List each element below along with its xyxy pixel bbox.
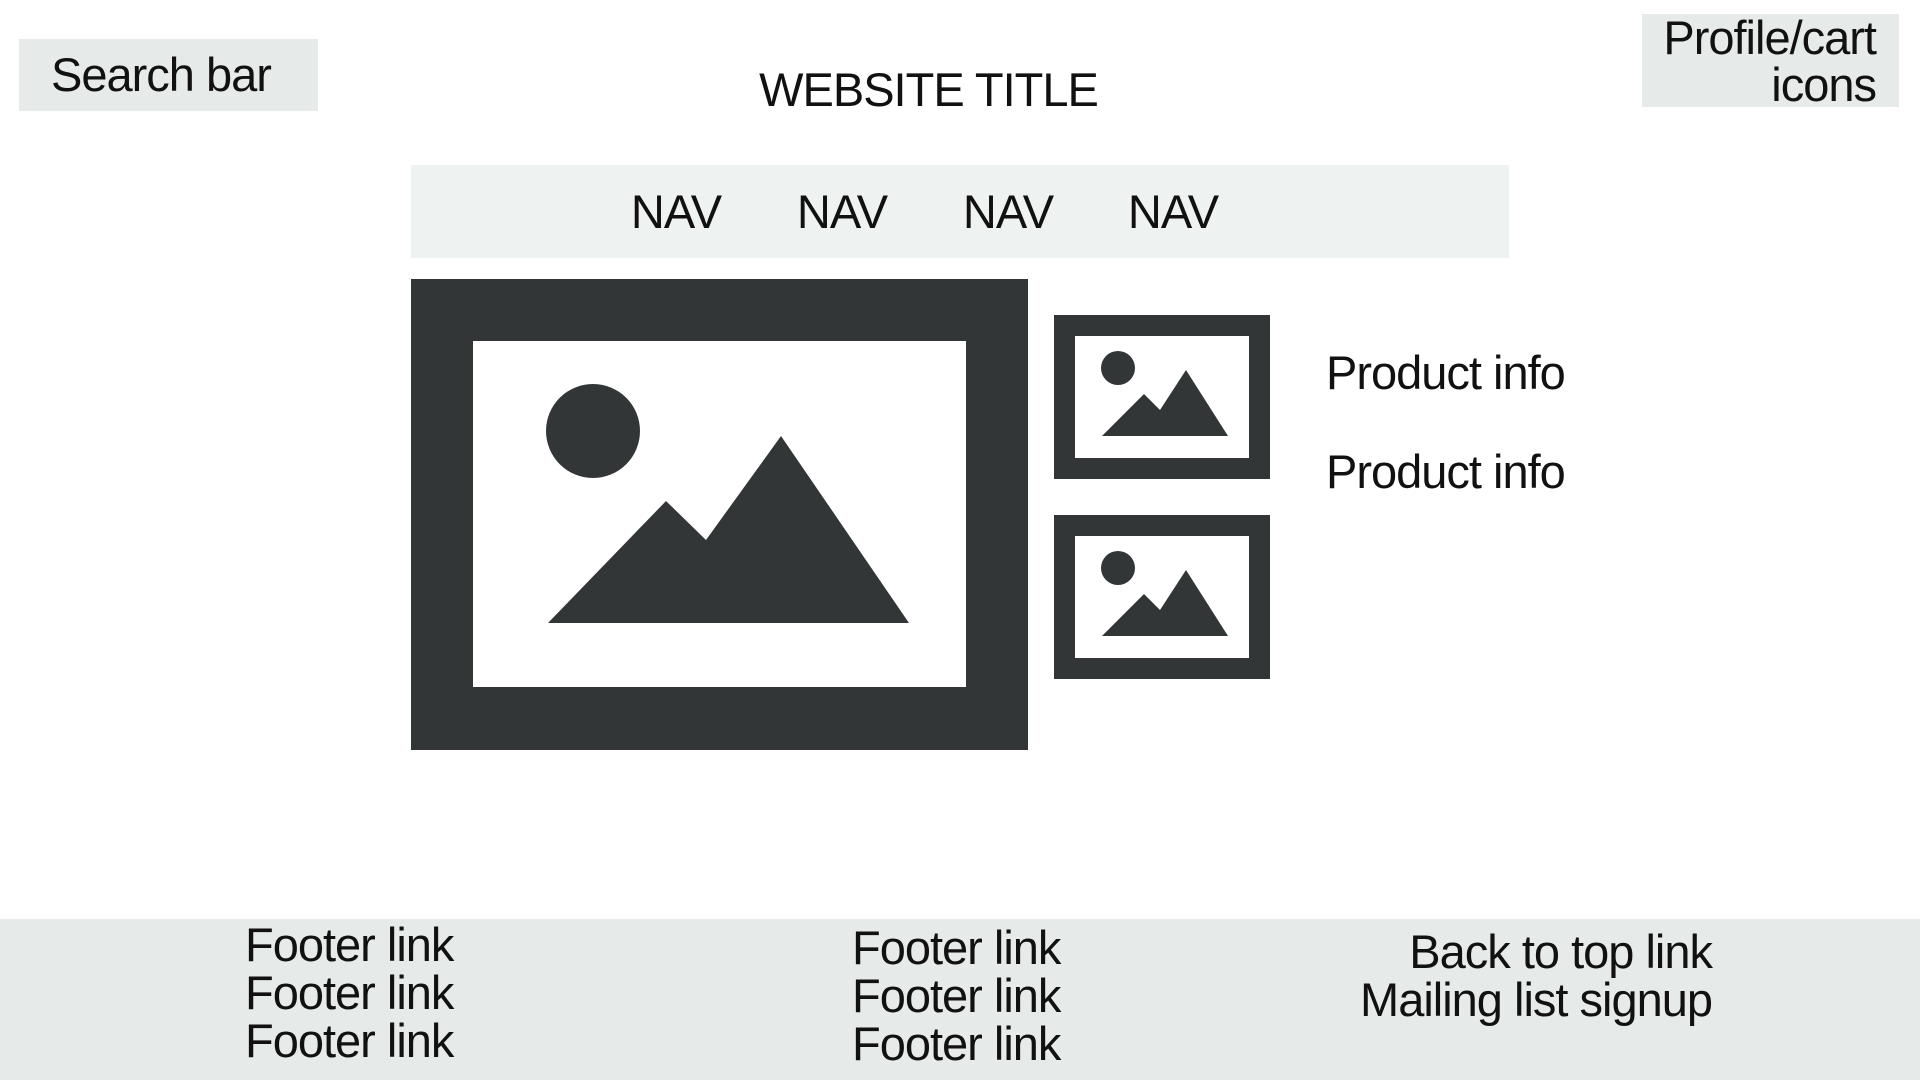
- website-title: WEBSITE TITLE: [759, 63, 1099, 116]
- footer-link[interactable]: Footer link: [245, 918, 454, 971]
- nav-item-3[interactable]: NAV: [962, 185, 1054, 238]
- nav-bar: NAV NAV NAV NAV: [411, 165, 1509, 258]
- footer-column-3: Back to top link Mailing list signup: [1360, 925, 1713, 1026]
- back-to-top-link[interactable]: Back to top link: [1409, 925, 1713, 978]
- nav-item-1[interactable]: NAV: [630, 185, 722, 238]
- footer-column-1: Footer link Footer link Footer link: [245, 918, 454, 1067]
- image-placeholder-icon: [546, 384, 909, 623]
- footer-link[interactable]: Footer link: [852, 969, 1061, 1022]
- thumbnail-image-2[interactable]: [1054, 515, 1270, 679]
- product-info-1: Product info: [1326, 346, 1566, 399]
- footer-link[interactable]: Footer link: [852, 1017, 1061, 1070]
- image-placeholder-icon: [1101, 551, 1228, 636]
- profile-cart-label-line2: icons: [1771, 58, 1877, 107]
- footer-link[interactable]: Footer link: [245, 1014, 454, 1067]
- nav-item-4[interactable]: NAV: [1127, 185, 1219, 238]
- footer-link[interactable]: Footer link: [852, 921, 1061, 974]
- footer-link[interactable]: Footer link: [245, 966, 454, 1019]
- profile-cart-label-line1: Profile/cart: [1663, 14, 1877, 64]
- footer-column-2: Footer link Footer link Footer link: [852, 921, 1061, 1070]
- product-info-2: Product info: [1326, 445, 1566, 498]
- mailing-list-signup-link[interactable]: Mailing list signup: [1360, 973, 1713, 1026]
- nav-item-2[interactable]: NAV: [796, 185, 888, 238]
- search-bar[interactable]: Search bar: [19, 39, 318, 111]
- profile-cart-icons[interactable]: Profile/cart icons: [1642, 14, 1899, 107]
- thumbnail-image-1[interactable]: [1054, 315, 1270, 479]
- main-product-image[interactable]: [411, 279, 1028, 750]
- footer: Footer link Footer link Footer link Foot…: [0, 919, 1920, 1080]
- search-bar-label: Search bar: [51, 48, 272, 101]
- image-placeholder-icon: [1101, 351, 1228, 436]
